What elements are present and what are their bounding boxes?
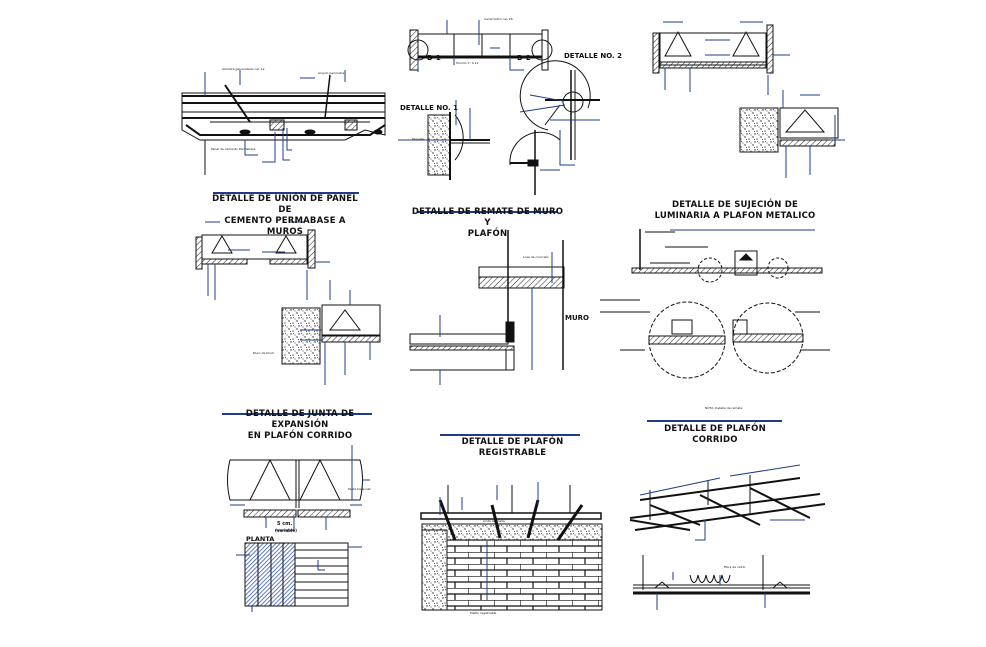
expansion-joint-drawing xyxy=(227,458,363,607)
wall-ceiling-finish-drawing xyxy=(409,230,565,371)
continuous-ceiling-leaders xyxy=(639,464,805,610)
label-detalle-no-2: DETALLE NO. 2 xyxy=(564,52,623,60)
annotation-angulo-perimetral: Angulo perimetral xyxy=(318,71,346,75)
annotation-taquete: Taquete xyxy=(412,137,424,141)
title-underline xyxy=(440,434,580,436)
detail-title-luminaire-fastening: DETALLE DE SUJECIÓN DE LUMINARIA A PLAFO… xyxy=(654,200,816,221)
title-underline xyxy=(213,192,359,194)
title-underline xyxy=(222,413,372,415)
removable-ceiling-leaders xyxy=(439,482,539,600)
annotation-canal: Canal listón cal. 26 xyxy=(484,17,513,21)
detail-title-removable-ceiling: DETALLE DE PLAFÓN REGISTRABLE xyxy=(461,437,564,458)
title-underline xyxy=(647,420,782,422)
detail-title-panel-wall-joint: DETALLE DE UNIÓN DE PANEL DE CEMENTO PER… xyxy=(212,194,358,237)
annotation-alambre: Alambre galvanizado cal. 12 xyxy=(222,67,265,71)
label-planta: PLANTA xyxy=(246,535,275,543)
annotation-tornillo: Tornillo 1" S-12 xyxy=(456,61,479,65)
top-right-detail-leaders xyxy=(663,21,845,178)
annotation-muro-block: Muro de block xyxy=(253,351,275,355)
detail-no-1-2-leaders xyxy=(417,20,600,171)
label-d1: D-1 xyxy=(427,54,441,62)
detail-title-continuous-ceiling: DETALLE DE PLAFÓN CORRIDO xyxy=(664,424,766,445)
detail-title-expansion-joint: DETALLE DE JUNTA DE EXPANSIÓN EN PLAFÓN … xyxy=(245,409,355,441)
panel-wall-joint-leaders xyxy=(205,221,371,385)
top-right-detail-drawing xyxy=(652,24,839,153)
panel-wall-joint-drawing xyxy=(195,229,381,365)
label-d2: D-2 xyxy=(517,54,531,62)
wall-ceiling-finish-leaders xyxy=(439,252,553,385)
detail-title-wall-ceiling-finish: DETALLE DE REMATE DE MURO Y PLAFÓN xyxy=(411,207,564,239)
luminaire-fastening-drawing xyxy=(631,229,823,379)
note-luminaire: NOTA: Detalle de remate xyxy=(705,406,743,410)
annotation-plafon-registrable: Plafón registrable xyxy=(470,611,497,615)
label-muro: MURO xyxy=(565,314,589,322)
annotation-pasta: Pasta basecoat xyxy=(348,487,371,491)
label-dimension-variable: (variable) xyxy=(275,528,297,533)
label-detalle-no-1: DETALLE NO. 1 xyxy=(400,104,459,112)
annotation-cinta: Cinta de malla xyxy=(483,519,505,523)
annotation-panel: Panel de cemento Permabase xyxy=(211,147,256,151)
axonometric-ceiling-drawing xyxy=(181,74,386,175)
detail-no-1-2-drawing xyxy=(398,29,600,195)
removable-ceiling-drawing xyxy=(420,485,603,611)
label-dimension-5cm: 5 cm. xyxy=(277,521,293,527)
expansion-joint-leaders xyxy=(230,445,370,612)
continuous-ceiling-drawing xyxy=(629,475,826,595)
annotation-fibra: Fibra de vidrio xyxy=(724,565,746,569)
annotation-losa: Losa de concreto xyxy=(523,255,549,259)
title-underline xyxy=(417,211,557,213)
axonometric-leaders xyxy=(204,70,346,163)
